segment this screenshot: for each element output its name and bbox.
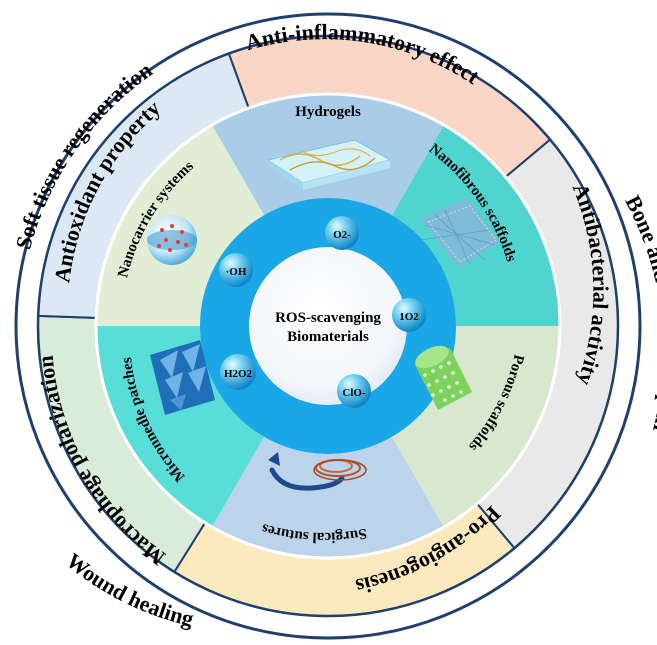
ros-hydroxyl-bubble: ·OH <box>219 253 253 287</box>
microneedle-patch-icon <box>150 340 215 415</box>
ros-superoxide-bubble: O2- <box>325 216 359 250</box>
material-sector-microneedle <box>96 326 264 527</box>
surgical-suture-icon <box>268 452 367 491</box>
ros-superoxide-label: O2- <box>333 229 351 241</box>
center-disc <box>249 247 407 405</box>
ros-hydrogen-peroxide-bubble: H2O2 <box>220 354 256 390</box>
material-label-hydrogels: Hydrogels <box>295 104 361 120</box>
nanofiber-mat-icon <box>419 198 500 268</box>
ros-hypochlorite-label: ClO- <box>342 387 366 399</box>
ros-singlet-oxygen-bubble: 1O2 <box>392 298 426 332</box>
material-ring-outline <box>94 92 562 560</box>
ros-hypochlorite-bubble: ClO- <box>337 374 371 408</box>
center-title-line2: Biomaterials <box>287 329 369 345</box>
porous-scaffold-icon <box>415 345 472 410</box>
material-sector-porous <box>392 326 560 527</box>
ros-hydrogen-peroxide-label: H2O2 <box>224 368 253 380</box>
ros-hydroxyl-label: ·OH <box>226 266 247 278</box>
center-title-line1: ROS-scavenging <box>275 310 381 326</box>
hydrogel-block-icon <box>266 139 392 190</box>
function-ring-outline <box>36 34 620 618</box>
ros-singlet-oxygen-label: 1O2 <box>399 311 419 323</box>
material-sector-sutures <box>212 436 444 558</box>
nanocarrier-sphere-icon <box>147 215 197 265</box>
